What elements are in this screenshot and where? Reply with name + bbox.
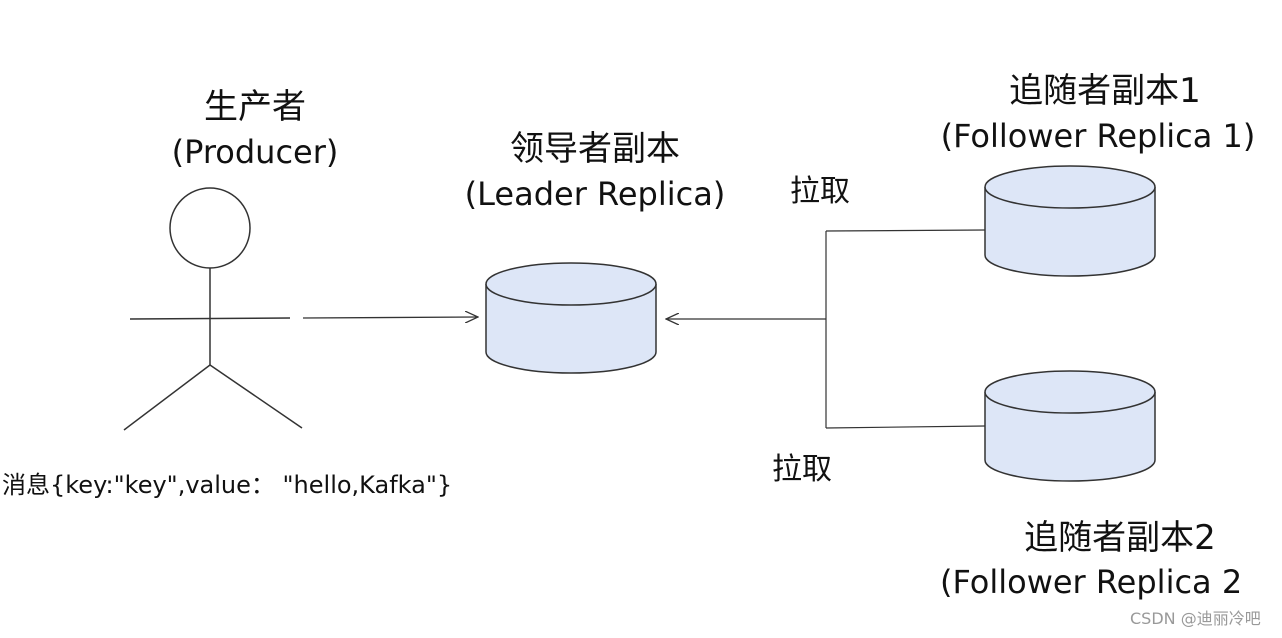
produce-arrow — [302, 317, 478, 318]
pull-label-2: 拉取 — [772, 452, 832, 487]
connector-to-follower2 — [825, 425, 986, 429]
follower2-cylinder — [984, 370, 1156, 482]
follower1-cylinder — [984, 165, 1156, 277]
pull-label-1: 拉取 — [790, 174, 850, 209]
leader-subtitle: (Leader Replica) — [464, 175, 726, 213]
message-text: 消息{key:"key",value： "hello,Kafka"} — [2, 471, 453, 499]
producer-title: 生产者 — [204, 87, 306, 127]
producer-right-leg — [209, 364, 303, 429]
follower1-subtitle: (Follower Replica 1) — [940, 117, 1256, 155]
producer-head — [169, 187, 251, 269]
producer-stick-figure — [123, 187, 303, 431]
follower1-title: 追随者副本1 — [1009, 71, 1201, 111]
watermark: CSDN @迪丽冷吧 — [1130, 609, 1261, 628]
connector-to-follower1 — [825, 229, 986, 232]
follower2-subtitle: (Follower Replica 2 — [940, 563, 1243, 601]
leader-cylinder — [485, 262, 657, 374]
producer-subtitle: (Producer) — [171, 133, 339, 171]
producer-left-leg — [123, 364, 211, 431]
pull-connectors — [825, 229, 986, 429]
follower2-title: 追随者副本2 — [1024, 518, 1216, 558]
leader-title: 领导者副本 — [510, 129, 680, 169]
producer-arms — [129, 317, 291, 320]
